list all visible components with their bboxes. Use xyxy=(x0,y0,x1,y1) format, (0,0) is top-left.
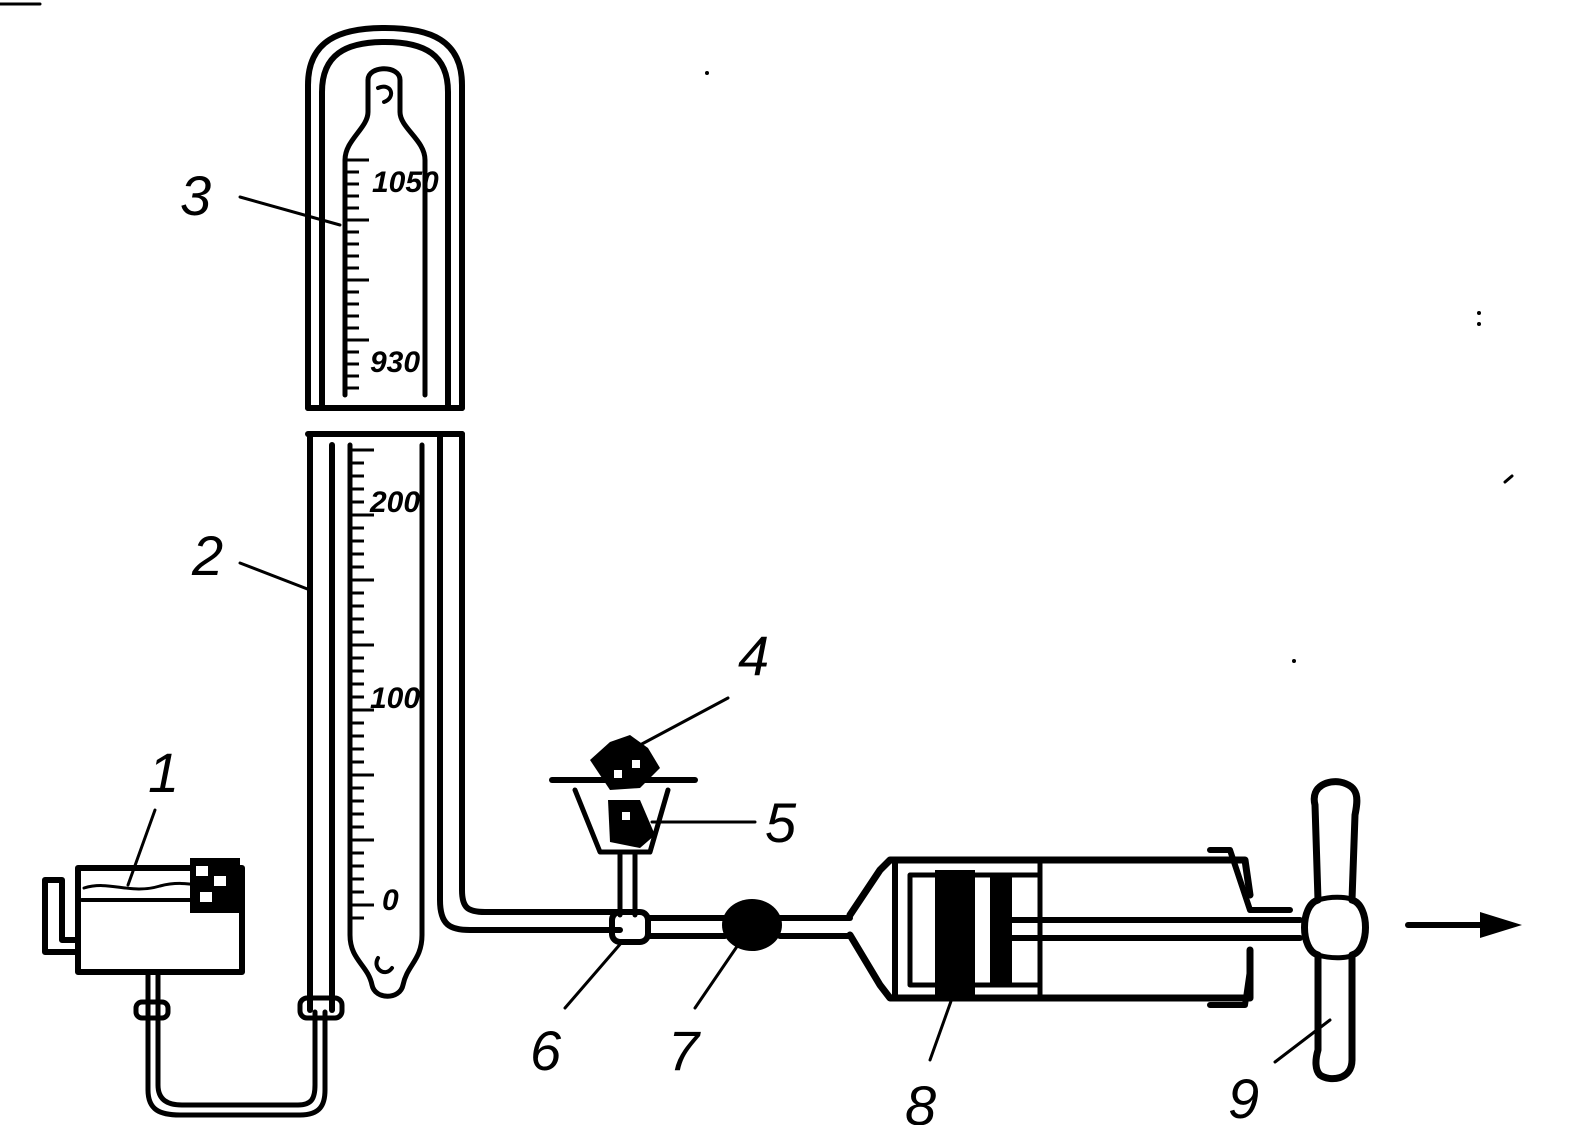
label-1: 1 xyxy=(148,741,179,804)
reservoir xyxy=(42,858,328,1118)
pump-handle xyxy=(1301,778,1369,1083)
scale-100: 100 xyxy=(370,682,420,715)
joint-and-bulb xyxy=(609,899,853,951)
label-8: 8 xyxy=(905,1074,936,1125)
scale-ticks xyxy=(347,158,374,920)
scale-0: 0 xyxy=(382,884,399,917)
scan-marks xyxy=(0,2,1514,663)
label-2: 2 xyxy=(191,524,223,587)
valve xyxy=(549,735,698,918)
label-7: 7 xyxy=(668,1019,701,1082)
upper-tube xyxy=(305,25,465,411)
leader-lines xyxy=(126,195,1332,1064)
scale-200: 200 xyxy=(369,486,420,519)
pump-cylinder xyxy=(846,847,1303,1008)
scale-930: 930 xyxy=(370,346,420,379)
manometer-tube xyxy=(297,431,623,1021)
label-4: 4 xyxy=(738,624,769,687)
label-6: 6 xyxy=(530,1019,562,1082)
direction-arrow xyxy=(1405,912,1522,938)
label-9: 9 xyxy=(1228,1067,1259,1125)
scale-1050: 1050 xyxy=(372,166,439,199)
label-5: 5 xyxy=(765,791,797,854)
label-3: 3 xyxy=(180,164,211,227)
